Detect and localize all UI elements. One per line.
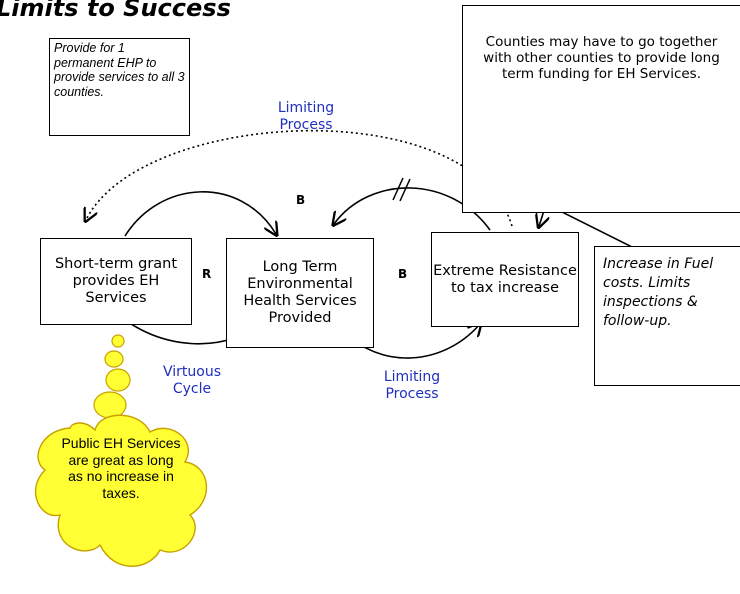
node-long-term-services-label: Long Term Environmental Health Services … bbox=[243, 259, 357, 326]
note-fuel-costs: Increase in Fuel costs. Limits inspectio… bbox=[594, 246, 740, 386]
thought-bubble-text: Public EH Services are great as long as … bbox=[61, 435, 181, 501]
limiting-dotted-arc bbox=[86, 129, 513, 227]
node-tax-resistance: Extreme Resistance to tax increase bbox=[431, 232, 579, 327]
loop-marker-b-top: B bbox=[296, 193, 306, 207]
delay-mark-1 bbox=[392, 177, 404, 201]
label-virtuous-cycle: Virtuous Cycle bbox=[162, 364, 221, 397]
r-loop-top-arc bbox=[124, 191, 276, 236]
loop-marker-b-mid: B bbox=[398, 267, 408, 281]
node-long-term-services: Long Term Environmental Health Services … bbox=[226, 238, 374, 348]
loop-marker-r: R bbox=[202, 267, 212, 281]
label-limiting-process-bottom: Limiting Process bbox=[383, 369, 441, 402]
label-limiting-process-top: Limiting Process bbox=[277, 100, 335, 133]
diagram-title: Limits to Success bbox=[0, 0, 231, 22]
thought-bubble bbox=[34, 334, 207, 567]
delay-mark-2 bbox=[399, 178, 411, 202]
node-short-term-grant-label: Short-term grant provides EH Services bbox=[54, 256, 178, 306]
node-tax-resistance-label: Extreme Resistance to tax increase bbox=[433, 262, 577, 296]
note-permanent-ehp: Provide for 1 permanent EHP to provide s… bbox=[49, 38, 190, 136]
node-short-term-grant: Short-term grant provides EH Services bbox=[40, 238, 192, 325]
note-counties-funding: Counties may have to go together with ot… bbox=[462, 5, 740, 213]
